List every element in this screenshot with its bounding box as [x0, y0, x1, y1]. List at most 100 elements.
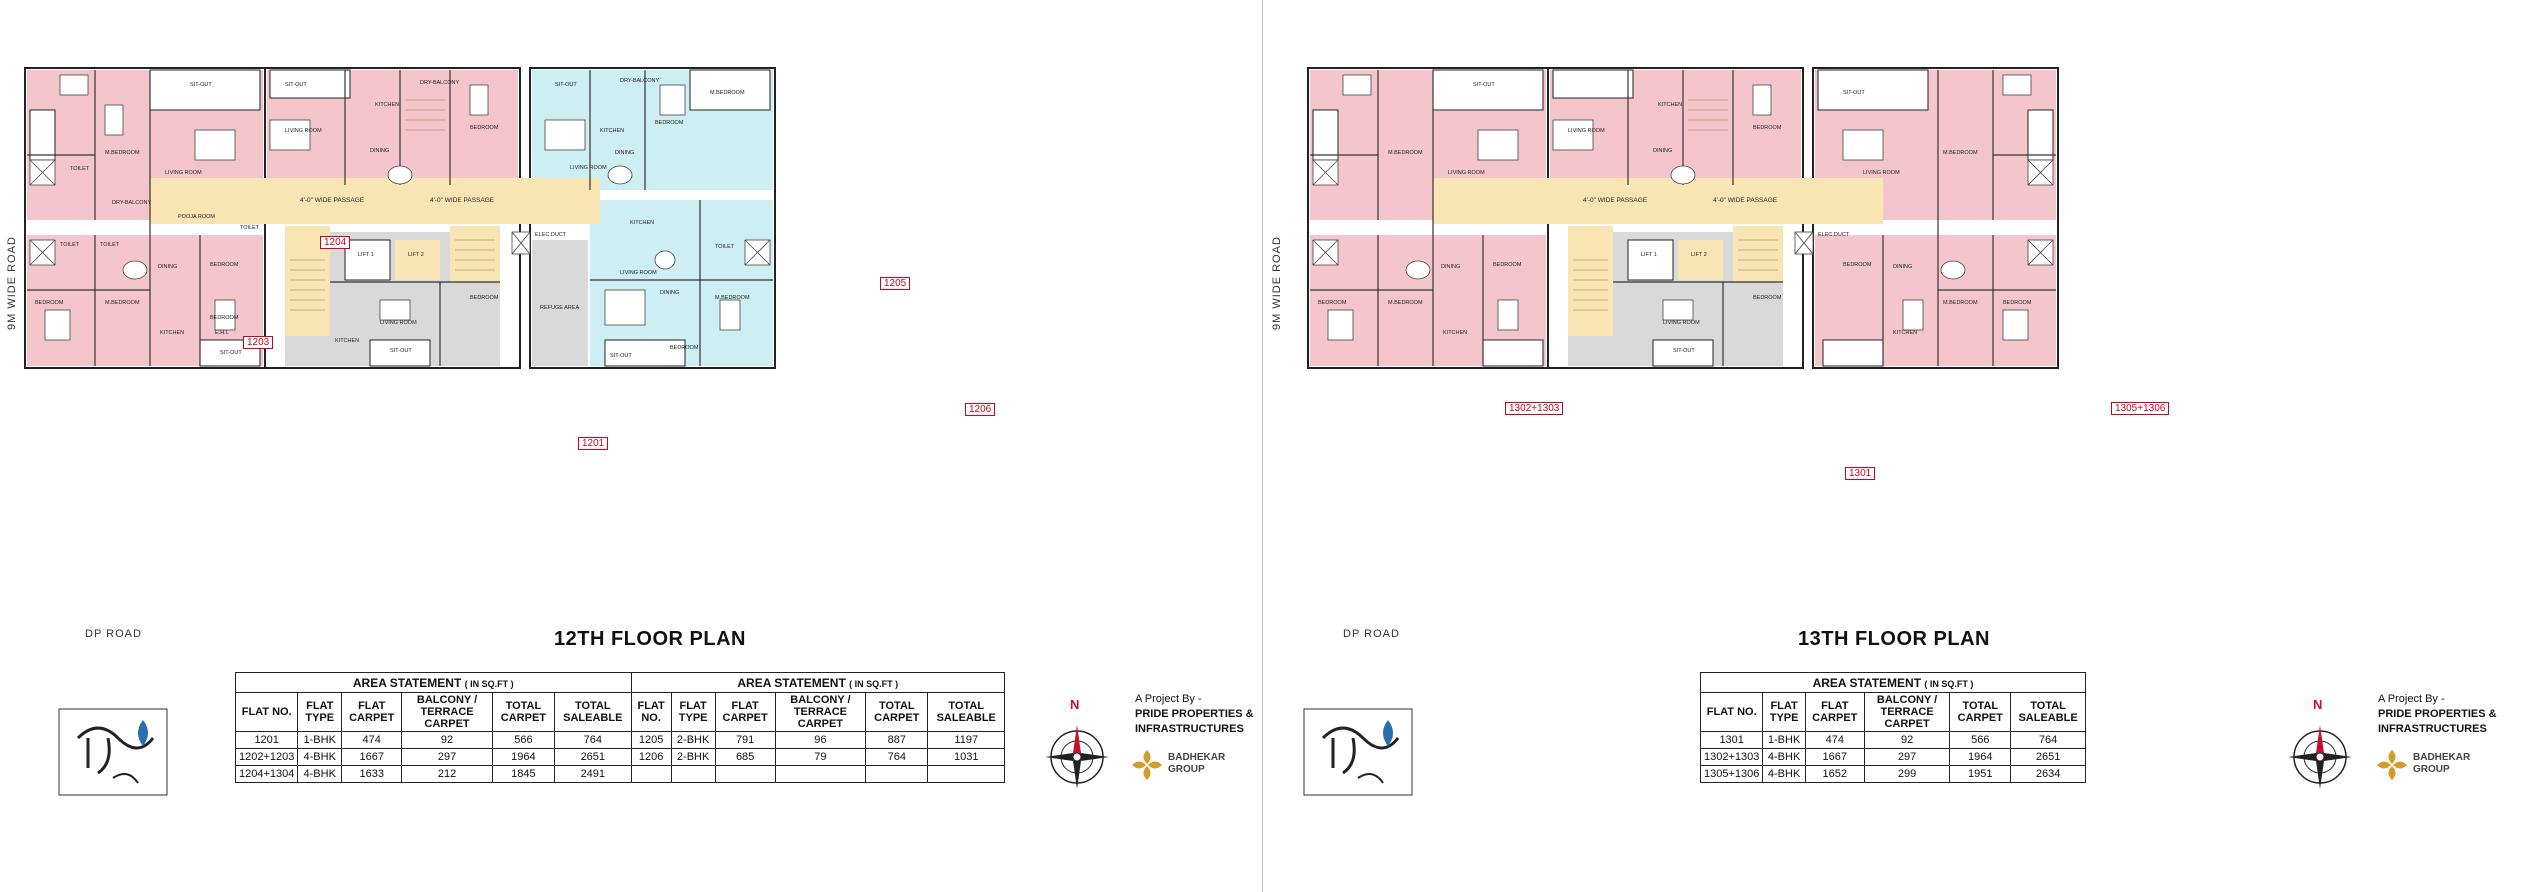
- compass-north-icon: N: [1045, 697, 1109, 789]
- col-total-carpet: TOTAL CARPET: [491, 692, 556, 732]
- col-flat-no-13: FLAT NO.: [1699, 692, 1764, 732]
- road-label-bottom: DP ROAD: [85, 628, 142, 640]
- room-bedroom-1203c: BEDROOM: [210, 315, 239, 321]
- refuge-area: [532, 240, 588, 366]
- room-bedroom-1204: BEDROOM: [470, 125, 499, 131]
- lift-1-label-13: LIFT 1: [1641, 252, 1657, 258]
- area-statement-table-13: AREA STATEMENT ( IN SQ.FT ) FLAT NO. FLA…: [1699, 672, 2086, 783]
- col-total-carpet-13: TOTAL CARPET: [1949, 692, 2012, 732]
- road-label-side-13: 9M WIDE ROAD: [1271, 236, 1283, 330]
- room-ehl: E.H.L: [215, 330, 229, 336]
- room-bedroom-1205: BEDROOM: [655, 120, 684, 126]
- room-sitout-1204: SIT-OUT: [285, 82, 307, 88]
- room-bedroom-13d: BEDROOM: [2003, 300, 2032, 306]
- project-by-block: A Project By - PRIDE PROPERTIES & INFRAS…: [1135, 693, 1254, 735]
- refuge-area-label: REFUGE AREA: [540, 305, 580, 311]
- shridhar-krupa-logo-icon-13: [1303, 708, 1413, 796]
- room-living-1205: LIVING ROOM: [570, 165, 607, 171]
- room-toilet-1206: TOILET: [715, 244, 735, 250]
- room-toilet-1203c: TOILET: [100, 242, 120, 248]
- road-label-side: 9M WIDE ROAD: [6, 236, 18, 330]
- col-total-saleable-b: TOTAL SALEABLE: [927, 692, 1005, 732]
- room-kitchen-1203: KITCHEN: [160, 330, 185, 336]
- room-mbed-13a: M.BEDROOM: [1388, 150, 1423, 156]
- lift-1-label: LIFT 1: [358, 252, 374, 258]
- elec-duct-label: ELEC.DUCT: [535, 232, 567, 238]
- area-heading-a: AREA STATEMENT ( IN SQ.FT ): [235, 672, 632, 693]
- road-label-bottom-13: DP ROAD: [1343, 628, 1400, 640]
- col-flat-type-13: FLAT TYPE: [1762, 692, 1806, 732]
- room-mbed-1203: M.BEDROOM: [105, 150, 140, 156]
- shridhar-krupa-logo-icon: [58, 708, 168, 796]
- room-dining-13c: DINING: [1893, 264, 1913, 270]
- room-living-1203: LIVING ROOM: [165, 170, 202, 176]
- passage-band: [150, 178, 600, 224]
- sheet-divider: [1262, 0, 1263, 892]
- passage-label-1: 4'-0" WIDE PASSAGE: [300, 197, 365, 204]
- room-drybalcony-1203: DRY-BALCONY: [112, 200, 152, 206]
- badhekar-group-text-13: BADHEKAR GROUP: [2413, 752, 2471, 775]
- plan-title-13: 13TH FLOOR PLAN: [1798, 628, 1990, 650]
- room-bedroom-1203b: BEDROOM: [210, 262, 239, 268]
- room-living-1301: LIVING ROOM: [1663, 320, 1700, 326]
- col-balcony-13: BALCONY / TERRACE CARPET: [1863, 692, 1951, 732]
- room-dining-1203: DINING: [158, 264, 178, 270]
- room-sitout-1205: SIT-OUT: [555, 82, 577, 88]
- sheet-12th-floor: LIVING ROOM DINING KITCHEN DRY-BALCONY B…: [0, 0, 1262, 892]
- room-dining-1204: DINING: [370, 148, 390, 154]
- flat-tag-1201: 1201: [578, 437, 609, 450]
- flat-tag-1203: 1203: [243, 336, 274, 349]
- room-toilet-1203b: TOILET: [60, 242, 80, 248]
- compass-north-icon-13: N: [2288, 697, 2352, 789]
- room-sitout-1203: SIT-OUT: [190, 82, 212, 88]
- room-mbed-13c: M.BEDROOM: [1943, 150, 1978, 156]
- room-bedroom-1301: BEDROOM: [1753, 295, 1782, 301]
- passage-label-13b: 4'-0" WIDE PASSAGE: [1713, 197, 1778, 204]
- room-bedroom-1201: BEDROOM: [470, 295, 499, 301]
- lift-2-label: LIFT 2: [408, 252, 424, 258]
- area-heading-b: AREA STATEMENT ( IN SQ.FT ): [630, 672, 1006, 693]
- room-living-1201: LIVING ROOM: [380, 320, 417, 326]
- room-mbed-1203b: M.BEDROOM: [105, 300, 140, 306]
- room-living-1206: LIVING ROOM: [620, 270, 657, 276]
- room-sitout-13c: SIT-OUT: [1843, 90, 1865, 96]
- room-living-13: LIVING ROOM: [1568, 128, 1605, 134]
- room-sitout-1301: SIT-OUT: [1673, 348, 1695, 354]
- passage-label-13a: 4'-0" WIDE PASSAGE: [1583, 197, 1648, 204]
- room-bedroom-13b: BEDROOM: [1318, 300, 1347, 306]
- room-bedroom-13c: BEDROOM: [1843, 262, 1872, 268]
- col-flat-carpet-13: FLAT CARPET: [1804, 692, 1865, 732]
- floor-plan-12th: [24, 67, 776, 369]
- floor-plan-13th: [1307, 67, 2059, 369]
- room-dining-1206: DINING: [660, 290, 680, 296]
- room-kitchen-1205: KITCHEN: [600, 128, 625, 134]
- room-toilet-1203: TOILET: [70, 166, 90, 172]
- room-kitchen-13c: KITCHEN: [1893, 330, 1918, 336]
- room-living-13a: LIVING ROOM: [1448, 170, 1485, 176]
- project-by-block-13: A Project By - PRIDE PROPERTIES & INFRAS…: [2378, 693, 2497, 735]
- svg-text:N: N: [2313, 697, 2322, 712]
- col-total-saleable: TOTAL SALEABLE: [554, 692, 632, 732]
- room-sitout-1206: SIT-OUT: [610, 353, 632, 359]
- room-kitchen-1204: KITCHEN: [375, 102, 400, 108]
- lift-1: [344, 239, 391, 281]
- room-bedroom-1206: BEDROOM: [670, 345, 699, 351]
- badhekar-group-text: BADHEKAR GROUP: [1168, 752, 1226, 775]
- stair-2: [450, 226, 500, 282]
- room-bedroom-13a: BEDROOM: [1493, 262, 1522, 268]
- col-flat-type: FLAT TYPE: [297, 692, 343, 732]
- room-mbed-1206: M.BEDROOM: [715, 295, 750, 301]
- area-statement-table: AREA STATEMENT ( IN SQ.FT ) AREA STATEME…: [234, 672, 1006, 783]
- svg-text:N: N: [1070, 697, 1079, 712]
- room-kitchen-13: KITCHEN: [1658, 102, 1683, 108]
- area-heading-13: AREA STATEMENT ( IN SQ.FT ): [1700, 672, 2086, 693]
- room-sitout-1203b: SIT-OUT: [220, 350, 242, 356]
- badhekar-group-logo-icon-13: [2377, 750, 2407, 780]
- room-dining-13a: DINING: [1441, 264, 1461, 270]
- passage-label-2: 4'-0" WIDE PASSAGE: [430, 197, 495, 204]
- flat-tag-1204: 1204: [320, 236, 351, 249]
- col-total-carpet-b: TOTAL CARPET: [865, 692, 929, 732]
